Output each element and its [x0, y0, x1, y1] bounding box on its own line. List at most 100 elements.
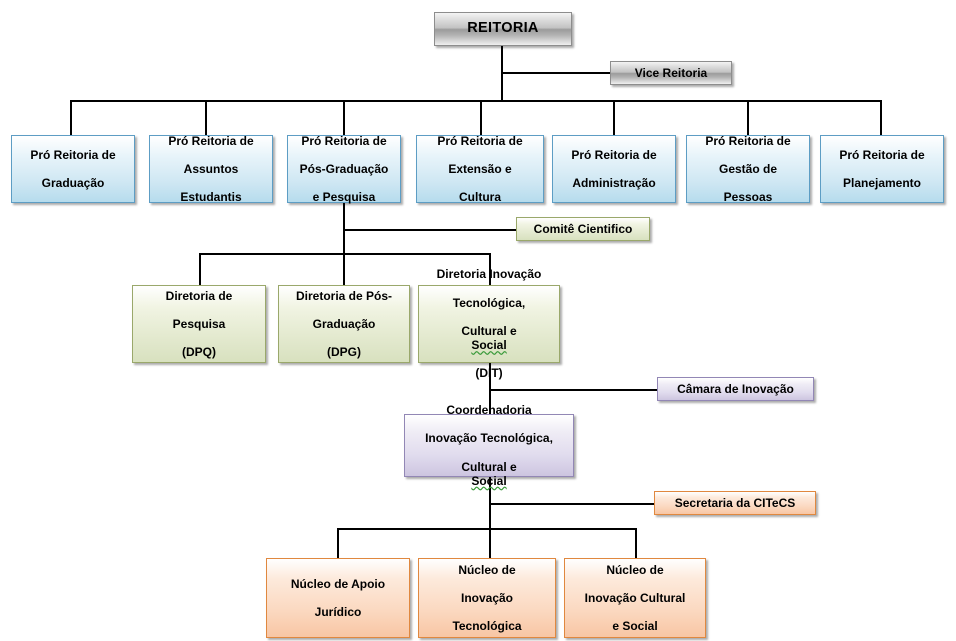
connector-trunk-posgrad: [343, 203, 345, 285]
node-secretaria-citecs[interactable]: Secretaria da CITeCS: [654, 491, 816, 515]
label-line-1: Pró Reitoria de: [437, 133, 523, 148]
node-nucleo-inovacao-tecnologica[interactable]: Núcleo de Inovação Tecnológica: [418, 558, 556, 638]
label-line-3: Cultural e: [461, 324, 517, 338]
connector-secretaria: [489, 503, 656, 505]
label-line-1: Coordenadoria: [446, 403, 532, 418]
node-pro-reitoria-administracao[interactable]: Pró Reitoria de Administração: [552, 135, 676, 203]
connector-trunk-dit: [489, 363, 491, 414]
node-pro-reitoria-pos-graduacao-pesquisa[interactable]: Pró Reitoria de Pós-Graduação e Pesquisa: [287, 134, 401, 205]
connector-proreitoria-bus: [70, 100, 881, 102]
connector-camara: [489, 389, 659, 391]
connector-drop-pro-1: [70, 100, 72, 135]
connector-diretoria-bus: [199, 253, 490, 255]
node-pro-reitoria-extensao-cultura[interactable]: Pró Reitoria de Extensão e Cultura: [416, 134, 544, 205]
label-line-2: Gestão de: [718, 161, 778, 176]
connector-drop-diretoria-1: [199, 253, 201, 285]
label-line-2: Administração: [572, 176, 656, 191]
connector-drop-diretoria-3: [489, 253, 491, 285]
node-label: Pró Reitoria de Planejamento: [825, 148, 939, 190]
label-line-2: Pós-Graduação: [299, 161, 389, 176]
label-line-2: Jurídico: [314, 605, 362, 620]
label-line-1: Pró Reitoria de: [839, 147, 925, 162]
label-line-3: (DPG): [327, 345, 361, 360]
label-line-4: (DIT): [475, 366, 503, 381]
node-camara-inovacao[interactable]: Câmara de Inovação: [657, 377, 814, 401]
connector-drop-nucleo-3: [635, 528, 637, 559]
label-line-3: Cultural e: [461, 459, 517, 474]
node-label: Núcleo de Apoio Jurídico: [271, 577, 405, 619]
node-label: Núcleo de Inovação Tecnológica: [423, 563, 551, 634]
label-line-2: Graduação: [41, 176, 105, 191]
node-secretaria-citecs-label: Secretaria da CITeCS: [674, 495, 796, 510]
node-pro-reitoria-graduacao[interactable]: Pró Reitoria de Graduação: [11, 135, 135, 203]
label-line-3: Tecnológica: [452, 619, 522, 634]
node-reitoria-label: REITORIA: [467, 20, 539, 37]
connector-nucleo-bus: [337, 528, 636, 530]
label-line-3: (DPQ): [182, 345, 216, 360]
node-diretoria-pos-graduacao[interactable]: Diretoria de Pós- Graduação (DPG): [278, 285, 410, 363]
connector-comite: [343, 229, 518, 231]
node-label: Núcleo de Inovação Cultural e Social: [569, 563, 701, 634]
label-line-1: Diretoria de: [165, 288, 233, 303]
node-label: Pró Reitoria de Administração: [557, 148, 671, 190]
connector-drop-pro-2: [205, 100, 207, 135]
node-pro-reitoria-assuntos-estudantis[interactable]: Pró Reitoria de Assuntos Estudantis: [149, 134, 273, 205]
node-vice-reitoria-label: Vice Reitoria: [634, 65, 708, 80]
label-line-2: Inovação Tecnológica,: [425, 431, 553, 446]
node-label: Diretoria de Pós- Graduação (DPG): [283, 289, 405, 360]
label-line-1: Pró Reitoria de: [571, 147, 657, 162]
node-camara-inovacao-label: Câmara de Inovação: [677, 381, 794, 396]
label-line-1: Pró Reitoria de: [168, 133, 254, 148]
label-line-3: Estudantis: [180, 190, 242, 205]
node-label: Diretoria de Pesquisa (DPQ): [137, 289, 261, 360]
node-nucleo-apoio-juridico[interactable]: Núcleo de Apoio Jurídico: [266, 558, 410, 638]
label-line-2: Inovação: [460, 590, 514, 605]
node-vice-reitoria[interactable]: Vice Reitoria: [610, 61, 732, 85]
label-line-2: Tecnológica,: [452, 295, 526, 310]
node-label: Pró Reitoria de Pós-Graduação e Pesquisa: [292, 134, 396, 205]
node-nucleo-inovacao-cultural-social[interactable]: Núcleo de Inovação Cultural e Social: [564, 558, 706, 638]
connector-reitoria-vice: [501, 72, 612, 74]
connector-drop-pro-7: [880, 100, 882, 135]
node-label: Pró Reitoria de Graduação: [16, 148, 130, 190]
label-line-1: Pró Reitoria de: [705, 133, 791, 148]
node-label: Coordenadoria Inovação Tecnológica, Cult…: [409, 403, 569, 488]
label-line-2: Assuntos: [183, 161, 239, 176]
label-line-1: Núcleo de: [458, 562, 516, 577]
label-line-3: Pessoas: [723, 190, 773, 205]
node-reitoria[interactable]: REITORIA: [434, 12, 572, 46]
connector-trunk-coordenadoria: [489, 477, 491, 559]
label-line-1: Pró Reitoria de: [301, 133, 387, 148]
label-line-3: Cultura: [459, 190, 501, 205]
label-line-2: Planejamento: [842, 176, 922, 191]
connector-drop-pro-3: [343, 100, 345, 135]
label-line-2: Pesquisa: [172, 316, 226, 331]
node-diretoria-pesquisa[interactable]: Diretoria de Pesquisa (DPQ): [132, 285, 266, 363]
node-pro-reitoria-gestao-pessoas[interactable]: Pró Reitoria de Gestão de Pessoas: [686, 134, 810, 205]
node-comite-cientifico[interactable]: Comitê Cientifico: [516, 217, 650, 241]
label-line-1: Núcleo de Apoio: [290, 576, 386, 591]
node-label: Diretoria Inovação Tecnológica, Cultural…: [423, 267, 555, 380]
node-label: Pró Reitoria de Assuntos Estudantis: [154, 134, 268, 205]
node-coordenadoria-inovacao[interactable]: Coordenadoria Inovação Tecnológica, Cult…: [404, 403, 574, 488]
node-pro-reitoria-planejamento[interactable]: Pró Reitoria de Planejamento: [820, 135, 944, 203]
label-line-1: Núcleo de: [606, 562, 664, 577]
node-diretoria-inovacao-tecnologica[interactable]: Diretoria Inovação Tecnológica, Cultural…: [418, 267, 560, 380]
label-line-2: Extensão e: [448, 161, 512, 176]
label-line-2: Inovação Cultural: [584, 590, 686, 605]
connector-drop-pro-5: [613, 100, 615, 135]
connector-drop-nucleo-1: [337, 528, 339, 559]
node-label: Pró Reitoria de Extensão e Cultura: [421, 134, 539, 205]
label-line-1: Pró Reitoria de: [30, 147, 116, 162]
label-line-1: Diretoria Inovação: [436, 267, 542, 282]
node-label: Pró Reitoria de Gestão de Pessoas: [691, 134, 805, 205]
connector-drop-pro-4: [480, 100, 482, 135]
label-line-3: e Social: [612, 619, 658, 634]
label-line-2: Graduação: [312, 316, 376, 331]
label-line-3: e Pesquisa: [312, 190, 376, 205]
node-comite-cientifico-label: Comitê Cientifico: [533, 221, 633, 236]
label-line-1: Diretoria de Pós-: [295, 288, 393, 303]
label-line-3-misspelled: Social: [471, 473, 507, 488]
label-line-3-misspelled: Social: [471, 338, 507, 353]
